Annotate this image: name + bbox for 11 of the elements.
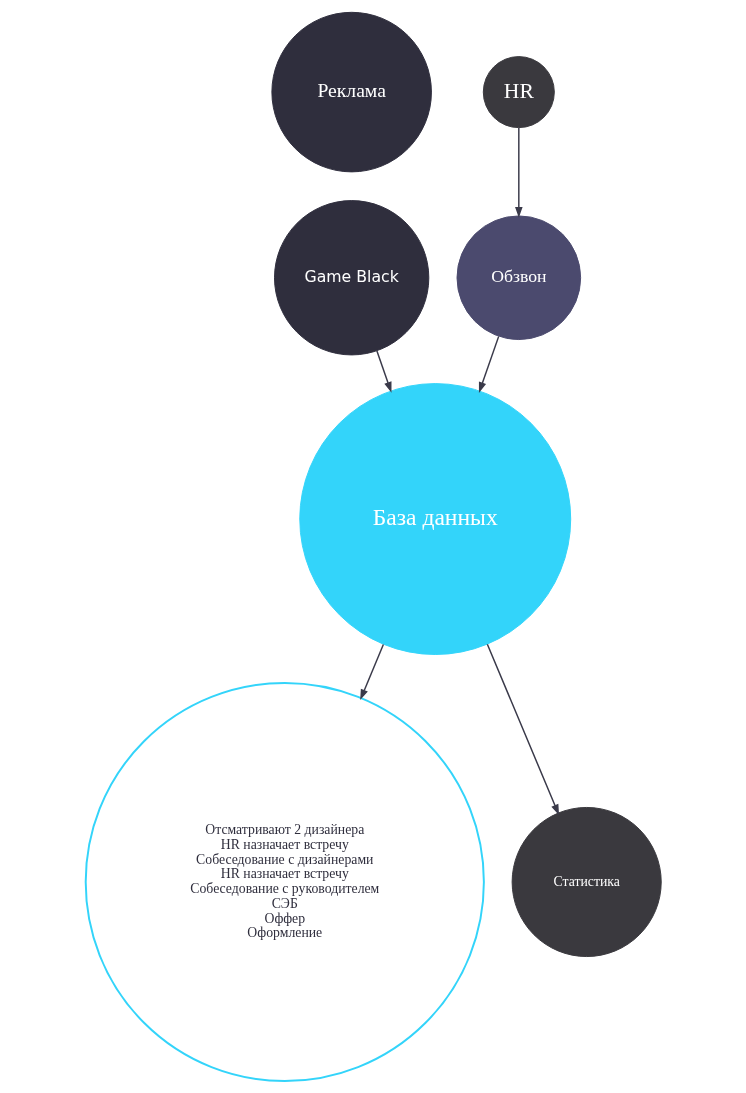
node-circle: Отсматривают 2 дизайнера HR назначает встречу Собеседование с дизайнерами HR назначает встречу Собеседование с руководителем СЭБ Оффер Оформление: [84, 681, 485, 1083]
arrow: [514, 126, 523, 218]
arrow: [478, 335, 499, 393]
node-circle: HR: [482, 56, 555, 129]
node-circle: Статистика: [511, 806, 662, 958]
arrow: [486, 643, 559, 816]
arrow: [375, 350, 391, 393]
node-circle: Game Black: [273, 200, 429, 356]
node-circle: Реклама: [270, 11, 432, 173]
arrow: [359, 643, 384, 701]
node-circle: Обзвон: [456, 215, 581, 341]
